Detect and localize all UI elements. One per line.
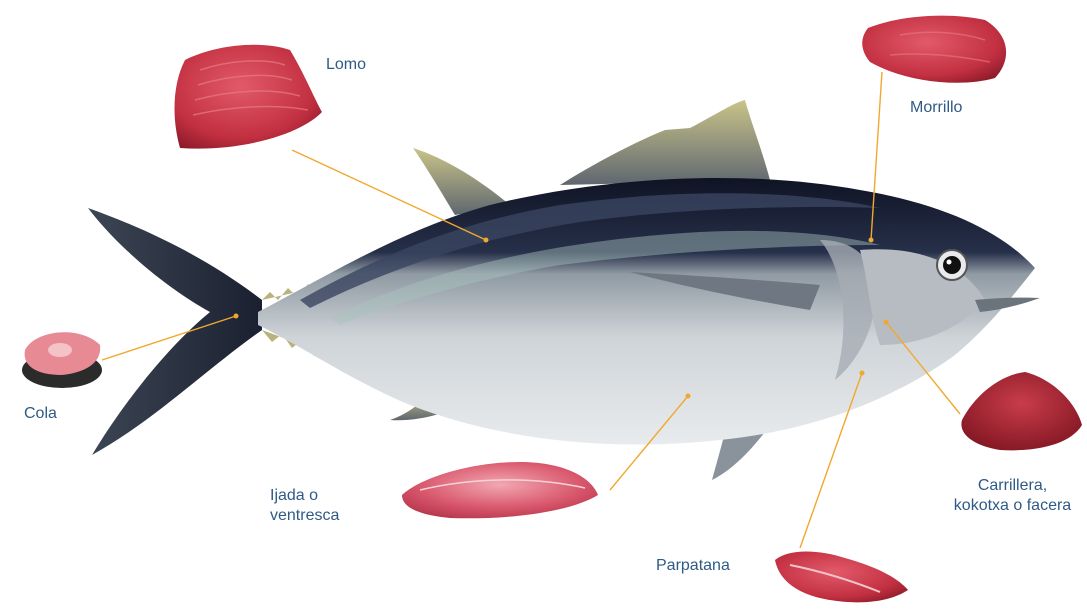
label-ijada-line1: Ijada o [270,486,339,506]
label-morrillo: Morrillo [910,98,962,118]
label-carrillera-line1: Carrillera, [938,476,1087,496]
carrillera-cut-image [961,372,1082,450]
eye-pupil [943,256,961,274]
label-carrillera: Carrillera, kokotxa o facera [938,476,1087,516]
parpatana-cut-image [775,552,908,603]
tuna-illustration [88,100,1040,480]
label-carrillera-line2: kokotxa o facera [938,496,1087,516]
cola-cut-image [22,332,102,388]
morrillo-cut-image [862,16,1006,83]
lomo-cut-image [175,45,322,149]
second-dorsal-fin [560,100,770,185]
label-ijada-line2: ventresca [270,506,339,526]
label-ijada-o-ventresca: Ijada o ventresca [270,486,339,526]
ijada-cut-image [402,462,598,518]
label-lomo: Lomo [326,55,366,75]
tail-fin [88,208,262,455]
label-cola: Cola [24,404,57,424]
label-parpatana: Parpatana [656,556,730,576]
mouth [975,298,1040,312]
